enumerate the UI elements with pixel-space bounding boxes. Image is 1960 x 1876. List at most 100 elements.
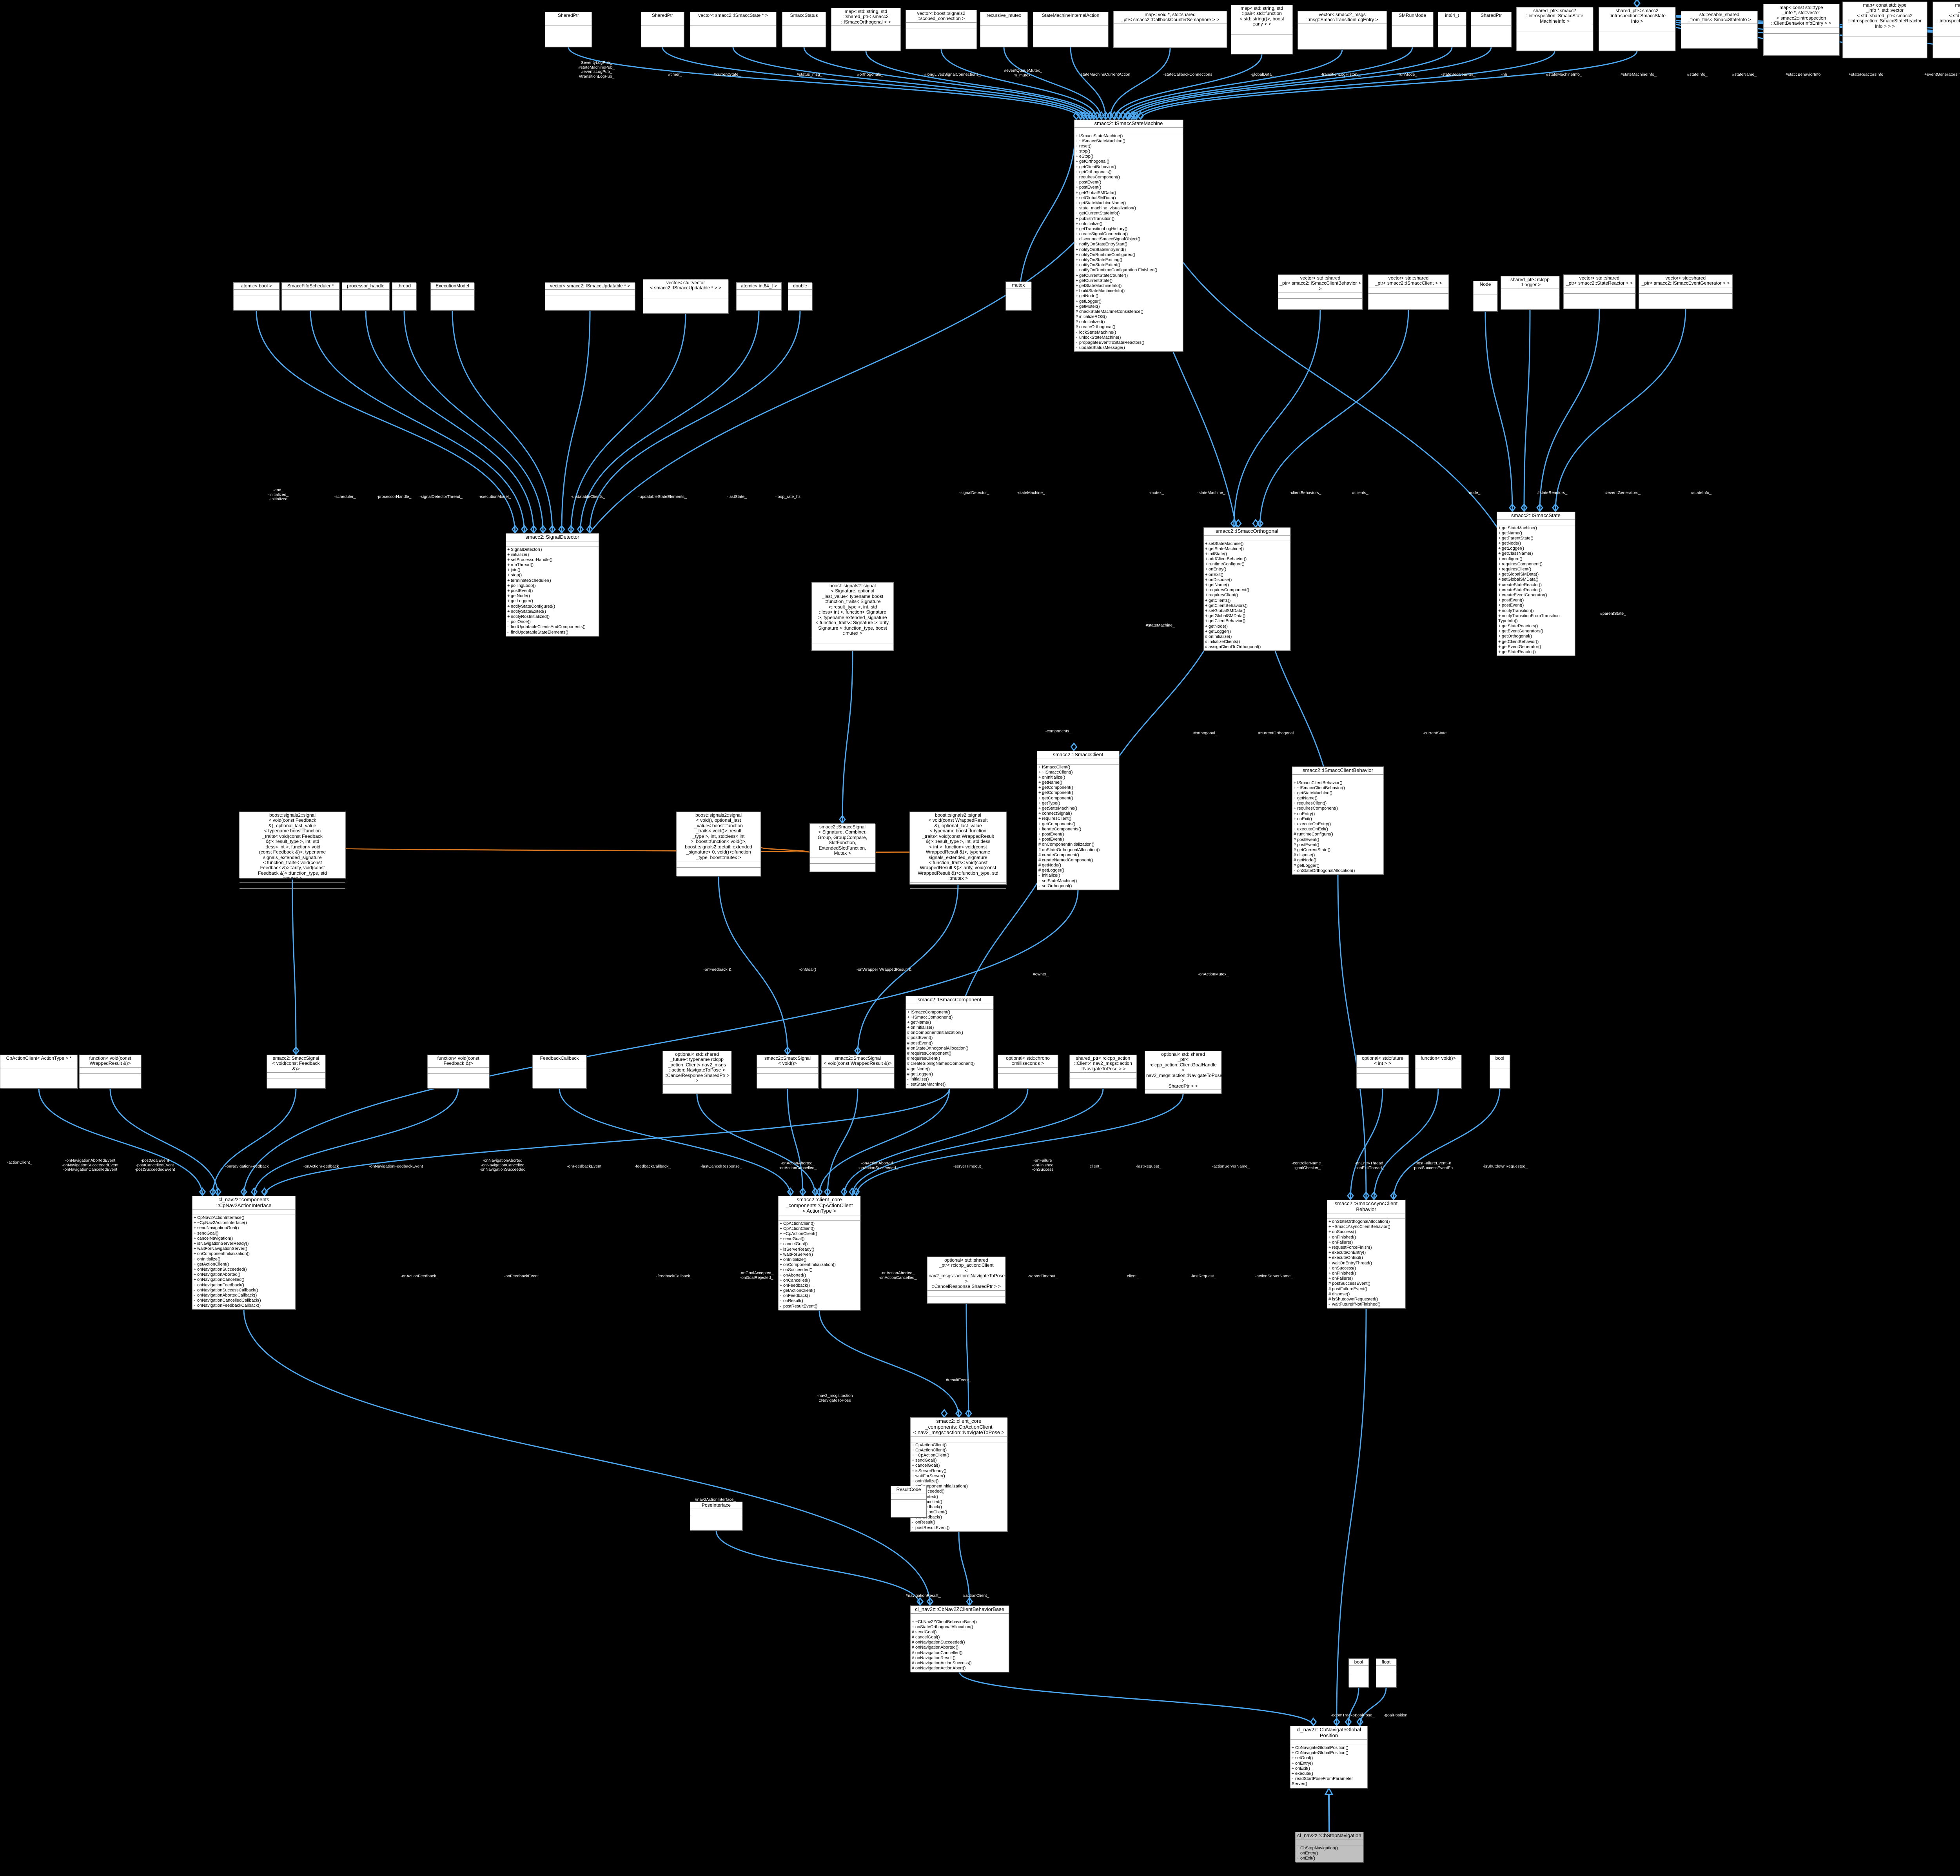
class-node[interactable]: vector< smacc2::ISmaccUpdatable * > [545, 282, 635, 311]
class-member: +getComponent() [1038, 785, 1118, 790]
class-node[interactable]: cl_nav2z::CbNav2ZClientBehaviorBase+~CbN… [910, 1605, 1009, 1673]
class-node[interactable]: SmaccFifoScheduler * [281, 282, 339, 311]
class-node[interactable]: smacc2::SmaccSignal < Signature, Combine… [809, 823, 875, 872]
class-node[interactable]: atomic< int64_t > [736, 282, 782, 311]
class-node[interactable]: vector< std::shared _ptr< smacc2::ISmacc… [1278, 274, 1363, 310]
class-node[interactable]: smacc2::ISmaccStateMachine+ISmaccStateMa… [1074, 120, 1183, 352]
visibility-marker: + [780, 1278, 782, 1283]
class-node[interactable]: smacc2::ISmaccClientBehavior+ISmaccClien… [1292, 766, 1384, 875]
class-node[interactable]: StateMachineInternalAction [1033, 12, 1108, 47]
class-node[interactable]: vector< std::shared _ptr< smacc2::ISmacc… [1368, 274, 1449, 310]
class-node[interactable]: shared_ptr< rclcpp_action ::Client< nav2… [1069, 1055, 1137, 1088]
class-node[interactable]: smacc2::client_core _components::CpActio… [910, 1417, 1007, 1532]
class-member: +sendGoal() [912, 1458, 1006, 1463]
class-node[interactable]: smacc2::SignalDetector+SignalDetector()+… [506, 533, 599, 636]
class-node[interactable]: SMRunMode [1392, 12, 1433, 47]
visibility-marker: + [1076, 294, 1078, 299]
class-node[interactable]: smacc2::SmaccSignal < void(const Wrapped… [821, 1055, 894, 1088]
class-node[interactable]: boost::signals2::signal < void(const Wra… [909, 812, 1007, 889]
class-node[interactable]: double [788, 282, 812, 311]
class-node[interactable]: map< std::string, std ::pair< std::funct… [1231, 5, 1293, 54]
class-member: +onNavigationCancelled() [194, 1277, 294, 1282]
class-node[interactable]: smacc2::ISmaccOrthogonal+setStateMachine… [1203, 527, 1290, 651]
visibility-marker: # [907, 1061, 910, 1066]
class-node-attributes [1037, 759, 1119, 765]
class-node[interactable]: vector< std::shared _ptr< smacc2::ISmacc… [1639, 274, 1733, 309]
class-node[interactable]: map< std::string, std ::shared_ptr< smac… [831, 8, 901, 51]
class-node[interactable]: atomic< bool > [233, 282, 279, 311]
class-node[interactable]: function< void(const Feedback &)> [427, 1055, 489, 1088]
class-node[interactable]: float [1376, 1658, 1396, 1687]
class-node[interactable]: CpActionClient< ActionType > * [0, 1055, 78, 1088]
class-node[interactable]: shared_ptr< smacc2 ::introspection::Smac… [1516, 7, 1593, 51]
class-node[interactable]: vector< boost::signals2 ::scoped_connect… [906, 10, 977, 49]
class-node[interactable]: ExecutionModel [430, 282, 474, 311]
class-node[interactable]: int64_t [1438, 12, 1466, 47]
class-node[interactable]: smacc2::ISmaccClient+ISmaccClient()+~ISm… [1037, 751, 1119, 890]
class-node[interactable]: shared_ptr< rclcpp ::Logger > [1501, 276, 1559, 310]
class-node-methods [392, 296, 416, 302]
class-node[interactable]: function< void(const WrappedResult &)> [79, 1055, 141, 1088]
edge-label: -onFeedbackEvent [566, 1164, 602, 1169]
class-node[interactable]: bool [1490, 1055, 1510, 1088]
class-node[interactable]: FeedbackCallback [532, 1055, 586, 1088]
class-node[interactable]: std::enable_shared _from_this< SmaccStat… [1681, 11, 1758, 49]
class-member: #onNavigationActionSuccess() [912, 1661, 1007, 1666]
class-node[interactable]: smacc2::ISmaccComponent+ISmaccComponent(… [906, 996, 993, 1089]
member-name: pollingLoop() [511, 583, 536, 588]
class-node[interactable]: cl_nav2z::CbNavigateGlobal Position+CbNa… [1290, 1726, 1368, 1788]
class-node[interactable]: boost::signals2::signal < void(), option… [676, 812, 761, 876]
class-node[interactable]: smacc2::SmaccAsyncClient Behavior+onStat… [1327, 1200, 1405, 1309]
class-node[interactable]: map< void *, std::shared _ptr< smacc2::C… [1113, 11, 1227, 48]
class-node[interactable]: PoseInterface [690, 1502, 742, 1531]
visibility-marker: + [1294, 816, 1296, 821]
visibility-marker: - [1038, 873, 1040, 878]
member-name: onSuccess() [1332, 1266, 1356, 1271]
class-node[interactable]: SharedPtr [1471, 12, 1512, 47]
class-node[interactable]: processor_handle [342, 282, 390, 311]
edge-label: -onActionAborted_ -onActionSucceeded_ [858, 1161, 898, 1170]
class-node[interactable]: smacc2::client_core _components::CpActio… [778, 1196, 860, 1310]
class-node[interactable]: thread [392, 282, 416, 311]
class-node-attributes [1204, 536, 1290, 541]
class-node[interactable]: optional< std::shared _ptr< rclcpp_actio… [1145, 1051, 1222, 1097]
class-node[interactable]: boost::signals2::signal < Signature, opt… [811, 582, 894, 651]
class-node[interactable]: vector< smacc2_msgs ::msg::SmaccTransiti… [1298, 11, 1387, 49]
member-name: postEvent() [1042, 832, 1064, 837]
class-node-title: StateMachineInternalAction [1033, 12, 1108, 20]
class-member: -lockStateMachine() [1076, 330, 1181, 335]
class-node[interactable]: cl_nav2z::CbStopNavigation+CbStopNavigat… [1295, 1832, 1363, 1863]
class-node[interactable]: map< const std::type _info *, std::vecto… [1763, 4, 1839, 56]
class-node[interactable]: vector< std::shared _ptr< smacc2::StateR… [1563, 274, 1635, 309]
class-node[interactable]: map< const std::type _info *, std::vecto… [1842, 2, 1927, 58]
class-member: +~CpNav2ActionInterface() [194, 1220, 294, 1226]
class-node[interactable]: smacc2::ISmaccState+getStateMachine()+ge… [1497, 512, 1575, 656]
class-node[interactable]: recursive_mutex [980, 12, 1028, 47]
member-name: getNode() [1209, 624, 1228, 629]
class-node[interactable]: optional< std::future < int > > [1356, 1055, 1409, 1088]
class-node[interactable]: function< void()> [1415, 1055, 1461, 1088]
class-member: +onDispose() [1205, 578, 1289, 583]
edge-label: -components_ [1045, 729, 1072, 734]
class-node[interactable]: boost::signals2::signal < void(const Fee… [239, 812, 346, 889]
class-node-title: cl_nav2z::CbStopNavigation [1296, 1832, 1363, 1840]
class-node[interactable]: optional< std::shared _future< typename … [662, 1051, 731, 1094]
class-node[interactable]: shared_ptr< smacc2 ::introspection::Smac… [1599, 7, 1675, 51]
class-node[interactable]: optional< std::chrono ::milliseconds > [998, 1055, 1058, 1088]
class-node[interactable]: Node [1473, 281, 1497, 311]
class-node[interactable]: smacc2::SmaccSignal < void()> [757, 1055, 818, 1088]
class-node[interactable]: cl_nav2z::components ::CpNav2ActionInter… [192, 1196, 296, 1310]
class-node[interactable]: bool [1348, 1658, 1369, 1687]
member-name: CpActionClient() [783, 1221, 815, 1226]
class-node[interactable]: SharedPtr [641, 12, 684, 47]
class-node[interactable]: vector< std::vector < smacc2::ISmaccUpda… [643, 279, 728, 314]
class-node[interactable]: optional< std::shared _ptr< rclcpp_actio… [927, 1257, 1005, 1304]
class-node[interactable]: vector< smacc2::ISmaccState * > [690, 12, 776, 47]
class-node[interactable]: ResultCode [891, 1486, 927, 1517]
class-node[interactable]: smacc2::SmaccSignal < void(const Feedbac… [267, 1055, 325, 1088]
class-node[interactable]: SmaccStatus [782, 12, 826, 47]
class-node[interactable]: map< const std::type _info *, std::vecto… [1933, 2, 1960, 58]
class-node-methods [1474, 294, 1497, 301]
class-node[interactable]: mutex [1005, 281, 1031, 311]
class-node[interactable]: SharedPtr [545, 12, 592, 47]
